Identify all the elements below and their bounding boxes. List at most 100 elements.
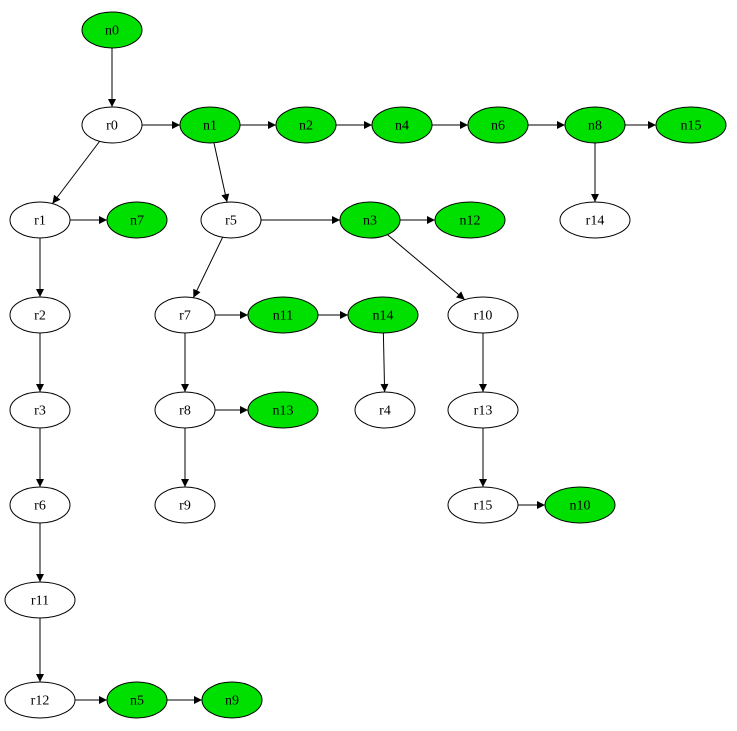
node-label: n4 [395,119,409,134]
node-label: n15 [681,119,702,134]
node-label: n1 [203,119,217,134]
node-n6: n6 [467,106,529,144]
node-ellipse [154,391,216,429]
node-r11: r11 [4,581,76,619]
node-ellipse [200,201,262,239]
node-ellipse [9,486,71,524]
node-label: n10 [570,499,591,514]
edge-line [213,142,230,203]
node-n8: n8 [564,106,626,144]
node-n12: n12 [434,201,506,239]
node-r2: r2 [9,296,71,334]
node-r8: r8 [154,391,216,429]
node-ellipse [247,296,319,334]
node-label: r5 [225,214,237,229]
node-n4: n4 [371,106,433,144]
node-ellipse [434,201,506,239]
node-r1: r1 [9,201,71,239]
node-r10: r10 [447,296,519,334]
node-ellipse [354,391,416,429]
node-label: r15 [474,499,493,514]
node-ellipse [81,106,143,144]
edge-r5-r7 [192,237,224,298]
node-ellipse [347,296,419,334]
node-n13: n13 [247,391,319,429]
edges-layer [36,48,656,704]
node-label: r12 [31,694,50,709]
node-label: n13 [273,404,294,419]
node-label: r8 [179,404,191,419]
node-ellipse [201,681,263,719]
node-r13: r13 [447,391,519,429]
node-label: r13 [474,404,493,419]
node-label: n7 [130,214,144,229]
node-ellipse [9,296,71,334]
node-label: r0 [106,119,118,134]
node-n10: n10 [544,486,616,524]
node-ellipse [447,486,519,524]
node-ellipse [9,201,71,239]
node-ellipse [4,681,76,719]
node-ellipse [154,486,216,524]
node-label: r11 [31,594,49,609]
edge-n3-r10 [387,234,466,301]
node-n5: n5 [106,681,168,719]
node-ellipse [81,11,143,49]
node-n9: n9 [201,681,263,719]
edge-line [387,234,466,301]
node-r7: r7 [154,296,216,334]
node-r0: r0 [81,106,143,144]
node-n15: n15 [655,106,727,144]
node-label: n6 [491,119,505,134]
node-ellipse [655,106,727,144]
node-label: r2 [34,309,46,324]
node-r15: r15 [447,486,519,524]
node-n7: n7 [106,201,168,239]
node-label: r10 [474,309,493,324]
node-label: r7 [179,309,191,324]
node-ellipse [247,391,319,429]
node-label: n2 [299,119,313,134]
node-label: n8 [588,119,602,134]
node-r6: r6 [9,486,71,524]
node-r9: r9 [154,486,216,524]
edge-n14-r4 [380,332,389,393]
edge-line [380,332,389,393]
node-label: r9 [179,499,191,514]
node-label: r6 [34,499,46,514]
node-ellipse [559,201,631,239]
node-label: n14 [373,309,394,324]
node-n11: n11 [247,296,319,334]
node-ellipse [371,106,433,144]
node-n1: n1 [179,106,241,144]
node-n14: n14 [347,296,419,334]
edge-line [52,141,100,204]
edge-n1-r5 [213,142,230,203]
node-r4: r4 [354,391,416,429]
node-r12: r12 [4,681,76,719]
node-ellipse [447,296,519,334]
node-label: n11 [273,309,293,324]
node-r3: r3 [9,391,71,429]
node-ellipse [467,106,529,144]
edge-r0-r1 [52,141,100,204]
node-ellipse [9,391,71,429]
node-label: n0 [105,24,119,39]
node-n3: n3 [339,201,401,239]
node-ellipse [179,106,241,144]
node-ellipse [106,681,168,719]
node-label: n9 [225,694,239,709]
node-ellipse [4,581,76,619]
node-ellipse [339,201,401,239]
node-label: n5 [130,694,144,709]
node-ellipse [544,486,616,524]
node-ellipse [564,106,626,144]
node-n2: n2 [275,106,337,144]
node-r5: r5 [200,201,262,239]
node-r14: r14 [559,201,631,239]
node-label: r14 [586,214,605,229]
node-ellipse [154,296,216,334]
node-ellipse [106,201,168,239]
